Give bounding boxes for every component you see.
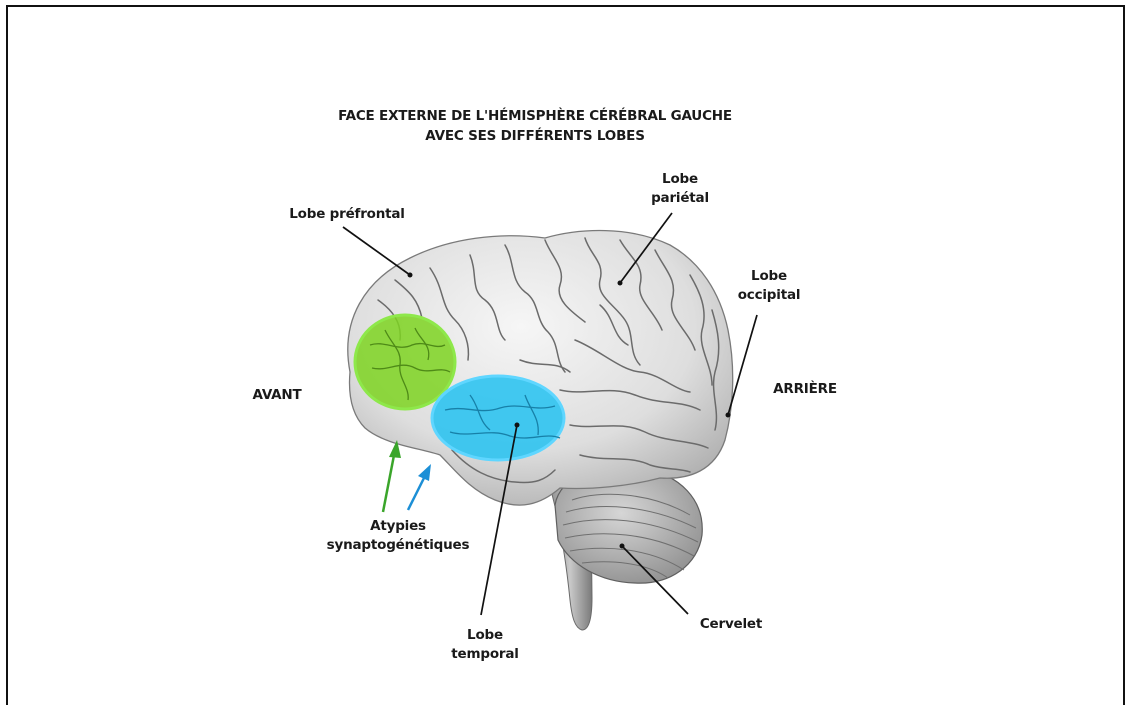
label-parietal-line-1: Lobe xyxy=(640,170,720,189)
label-lobe-parietal: Lobe pariétal xyxy=(640,170,720,208)
label-temporal-line-1: Lobe xyxy=(440,626,530,645)
label-occipital-line-2: occipital xyxy=(724,286,814,305)
green-arrow xyxy=(383,440,401,512)
label-temporal-line-2: temporal xyxy=(440,645,530,664)
title-line-2: AVEC SES DIFFÉRENTS LOBES xyxy=(300,126,770,146)
label-atypies: Atypies synaptogénétiques xyxy=(318,517,478,555)
label-lobe-occipital: Lobe occipital xyxy=(724,267,814,305)
label-avant: AVANT xyxy=(232,386,322,405)
title-line-1: FACE EXTERNE DE L'HÉMISPHÈRE CÉRÉBRAL GA… xyxy=(300,106,770,126)
label-occipital-line-1: Lobe xyxy=(724,267,814,286)
label-atypies-line-2: synaptogénétiques xyxy=(318,536,478,555)
temporal-highlight xyxy=(432,376,564,460)
label-atypies-line-1: Atypies xyxy=(318,517,478,536)
label-arriere: ARRIÈRE xyxy=(750,380,860,399)
label-lobe-prefrontal: Lobe préfrontal xyxy=(282,205,412,224)
diagram-title: FACE EXTERNE DE L'HÉMISPHÈRE CÉRÉBRAL GA… xyxy=(300,106,770,146)
label-lobe-temporal: Lobe temporal xyxy=(440,626,530,664)
blue-arrow xyxy=(408,464,431,510)
prefrontal-highlight xyxy=(355,315,455,409)
label-cervelet: Cervelet xyxy=(686,615,776,634)
label-parietal-line-2: pariétal xyxy=(640,189,720,208)
